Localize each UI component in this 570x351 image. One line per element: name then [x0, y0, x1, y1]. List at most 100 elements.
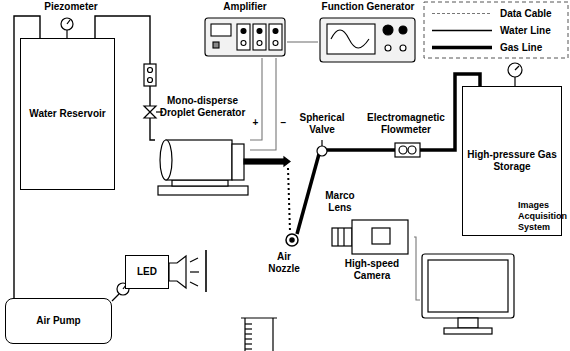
connector-line: [250, 58, 276, 150]
legend-row: Water Line: [430, 23, 551, 38]
spherical-valve-symbol: [321, 140, 322, 146]
function-generator: Function Generator: [318, 1, 418, 64]
graduated-cylinder: [241, 318, 277, 351]
piezometer-gauge: [61, 18, 73, 38]
graduation-tick: [245, 338, 252, 339]
droplet-generator-device: [244, 159, 284, 164]
node-label: Images Acquisition System: [516, 200, 570, 233]
monitor-icon: [422, 254, 514, 334]
amplifier-icon: [257, 41, 262, 46]
high-speed-camera: High-speed Camera: [330, 218, 414, 282]
air-nozzle-symbol: [286, 234, 298, 246]
led-lamp: [190, 282, 198, 286]
monitor-icon: [444, 328, 492, 334]
air-pump: Air Pump: [5, 298, 112, 344]
camera-icon: [372, 228, 390, 244]
air-nozzle-symbol: [286, 234, 298, 246]
gas-storage-gauge: [508, 63, 522, 86]
water-reservoir: Water Reservoir: [20, 38, 115, 190]
led-lamp: [190, 258, 198, 262]
graduation-tick: [245, 323, 252, 324]
amplifier-icon: [269, 24, 282, 50]
node-label: Air Pump: [36, 315, 80, 327]
droplet-generator-device: [160, 140, 172, 180]
droplet-generator-device: [232, 144, 244, 180]
droplet-stream: [288, 168, 290, 232]
droplet-generator-device: [158, 140, 290, 195]
pump-gauge: [112, 294, 119, 301]
legend-row: Gas Line: [430, 40, 542, 55]
gas-line: [297, 154, 319, 234]
led-box: LED: [125, 255, 169, 289]
function-generator-icon: [383, 25, 393, 35]
water-valve: [144, 106, 156, 118]
node-label: Water Reservoir: [29, 108, 105, 120]
camera-icon: [332, 228, 352, 246]
terminal-sign: +: [251, 117, 260, 129]
droplet-generator-device: [284, 157, 290, 166]
droplet-stream: [288, 168, 290, 232]
droplet-generator: Mono-disperse Droplet Generator: [155, 95, 250, 200]
part-label: Spherical Valve: [294, 112, 350, 136]
legend-frame: [424, 2, 568, 58]
legend-sample: [430, 23, 496, 38]
droplet-generator-device: [172, 180, 228, 186]
monitor-icon: [422, 254, 514, 318]
connector-line: [250, 58, 262, 140]
legend-sample: [430, 6, 496, 21]
graduation-tick: [245, 348, 252, 349]
flowmeter-symbol: [395, 143, 420, 157]
connector-line: [414, 237, 420, 300]
graduation-tick: [245, 328, 252, 329]
sight-glass: [148, 68, 153, 73]
function-generator-icon: [331, 30, 369, 48]
function-generator-icon: [400, 45, 406, 51]
legend-line: [432, 30, 492, 31]
gas-storage-gauge: [508, 63, 522, 77]
part-label: Marco Lens: [316, 190, 364, 214]
graduation-tick: [245, 343, 252, 344]
gas-line: [327, 148, 395, 152]
monitor-icon: [428, 260, 508, 312]
sight-glass: [144, 64, 156, 86]
led-lamp: [205, 250, 207, 292]
gas-line: [297, 74, 480, 234]
camera-icon: [343, 228, 344, 246]
node-label: Function Generator: [322, 1, 415, 13]
led-lamp: [169, 250, 206, 292]
node-label: Amplifier: [223, 1, 266, 13]
sight-glass: [144, 64, 156, 86]
legend-row: Data Cable: [430, 6, 552, 21]
legend-sample: [430, 40, 496, 55]
graduation-tick: [245, 333, 252, 334]
led-lamp: [169, 256, 186, 288]
legend-line: [432, 46, 492, 50]
legend-text: Gas Line: [500, 42, 542, 54]
graduated-cylinder: [241, 318, 277, 351]
amplifier-icon: [253, 24, 266, 50]
flowmeter-symbol: [408, 146, 416, 154]
camera-icon: [352, 220, 408, 254]
node-label: Mono-disperse Droplet Generator: [157, 95, 249, 119]
spherical-valve-symbol: [317, 146, 327, 156]
droplet-generator-device: [166, 140, 232, 180]
image-acquisition-monitor: Images Acquisition System: [420, 252, 516, 338]
camera-icon: [337, 228, 338, 246]
air-nozzle-symbol: [290, 238, 294, 242]
legend-line: [432, 13, 492, 14]
terminal-sign: −: [279, 117, 288, 129]
function-generator-icon: [385, 45, 391, 51]
amplifier-icon: [213, 42, 219, 48]
function-generator-icon: [399, 26, 407, 34]
node-label: High-speed Camera: [330, 258, 414, 282]
connector-line: [287, 41, 318, 42]
amplifier-icon: [205, 18, 285, 56]
amplifier-icon: [205, 18, 285, 56]
legend-text: Data Cable: [500, 8, 552, 20]
led-lamp: [190, 271, 199, 272]
amplifier: Amplifier: [203, 1, 287, 58]
droplet-generator-device: [158, 186, 248, 195]
spherical-valve-symbol: [317, 140, 327, 156]
flowmeter-symbol: [395, 143, 420, 157]
amplifier-icon: [273, 41, 278, 46]
